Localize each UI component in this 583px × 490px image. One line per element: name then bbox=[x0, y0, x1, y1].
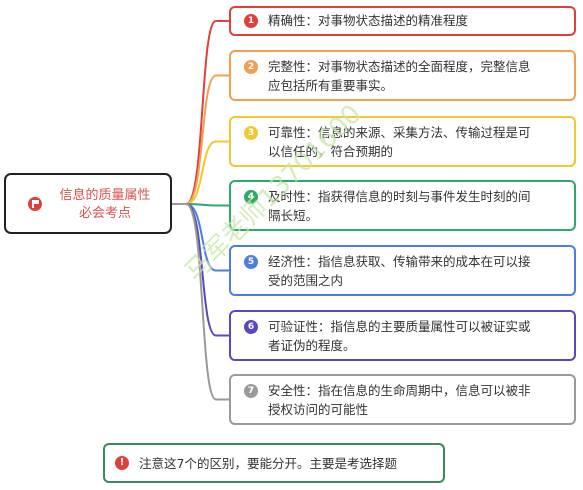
topic-text-line2: 授权访问的可能性 bbox=[268, 402, 369, 417]
topic-text-line2: 隔长短。 bbox=[268, 208, 319, 223]
topic-node-5[interactable]: 5 经济性：指信息获取、传输带来的成本在可以接受的范围之内 bbox=[229, 245, 576, 296]
connector-line-7 bbox=[172, 203, 229, 401]
topic-text-line1: 可靠性：信息的来源、采集方法、传输过程是可 bbox=[268, 125, 531, 140]
number-badge-icon: 7 bbox=[244, 384, 258, 398]
root-label-line2: 必会考点 bbox=[78, 206, 131, 221]
topic-text-line1: 及时性：指获得信息的时刻与事件发生时刻的间 bbox=[268, 189, 531, 204]
number-badge-icon: 2 bbox=[244, 60, 258, 74]
number-badge-icon: 5 bbox=[244, 255, 258, 269]
topic-node-1[interactable]: 1 精确性：对事物状态描述的精准程度 bbox=[229, 6, 576, 36]
root-label-line1: 信息的质量属性 bbox=[59, 188, 151, 203]
topic-node-2[interactable]: 2 完整性：对事物状态描述的全面程度，完整信息应包括所有重要事实。 bbox=[229, 50, 576, 101]
topic-node-3[interactable]: 3 可靠性：信息的来源、采集方法、传输过程是可以信任的，符合预期的 bbox=[229, 116, 576, 167]
exclamation-icon: ! bbox=[115, 456, 129, 470]
topic-node-6[interactable]: 6 可验证性：指信息的主要质量属性可以被证实或者证伪的程度。 bbox=[229, 310, 576, 361]
note-text: 注意这7个的区别，要能分开。主要是考选择题 bbox=[139, 456, 397, 471]
number-badge-icon: 1 bbox=[244, 14, 258, 28]
topic-text-line2: 以信任的，符合预期的 bbox=[268, 144, 394, 159]
flag-icon bbox=[28, 197, 42, 211]
topic-text-line2: 者证伪的程度。 bbox=[268, 338, 356, 353]
topic-text-line2: 应包括所有重要事实。 bbox=[268, 78, 394, 93]
root-node[interactable]: 信息的质量属性 必会考点 bbox=[4, 173, 172, 234]
number-badge-icon: 6 bbox=[244, 320, 258, 334]
topic-text-line2: 受的范围之内 bbox=[268, 273, 344, 288]
topic-text-line1: 经济性：指信息获取、传输带来的成本在可以接 bbox=[268, 254, 531, 269]
number-badge-icon: 3 bbox=[244, 126, 258, 140]
topic-text-line1: 安全性：指在信息的生命周期中，信息可以被非 bbox=[268, 383, 531, 398]
topic-node-4[interactable]: 4 及时性：指获得信息的时刻与事件发生时刻的间隔长短。 bbox=[229, 180, 576, 231]
topic-node-7[interactable]: 7 安全性：指在信息的生命周期中，信息可以被非授权访问的可能性 bbox=[229, 374, 576, 425]
note-box[interactable]: ! 注意这7个的区别，要能分开。主要是考选择题 bbox=[103, 443, 445, 483]
topic-text-line1: 完整性：对事物状态描述的全面程度，完整信息 bbox=[268, 59, 531, 74]
topic-text-line1: 精确性：对事物状态描述的精准程度 bbox=[268, 13, 469, 28]
topic-text-line1: 可验证性：指信息的主要质量属性可以被证实或 bbox=[268, 319, 531, 334]
number-badge-icon: 4 bbox=[244, 190, 258, 204]
